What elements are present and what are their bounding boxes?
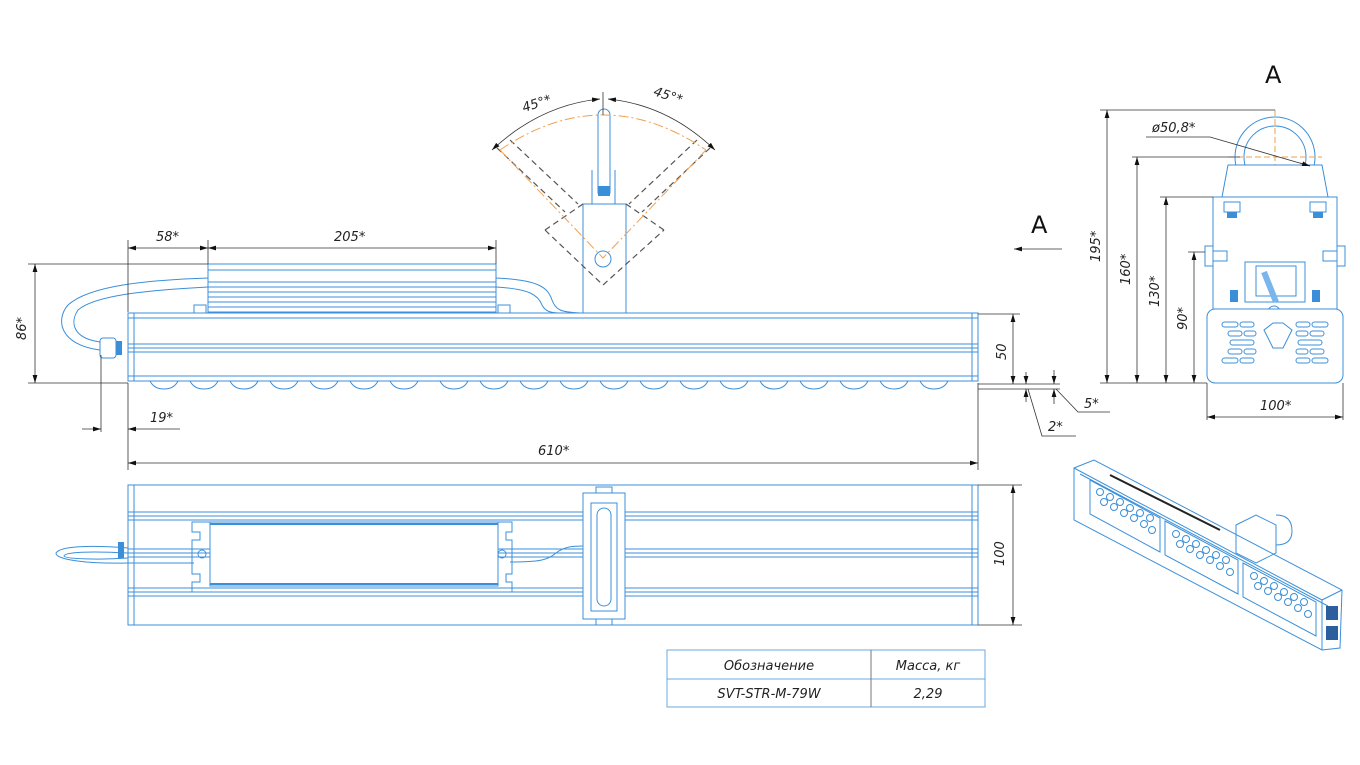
led-module bbox=[1089, 479, 1317, 637]
spec-table: Обозначение Масса, кг SVT-STR-M-79W 2,29 bbox=[666, 649, 986, 708]
dim-body-height: 50 bbox=[995, 343, 1010, 360]
dim-h160: 160* bbox=[1119, 253, 1134, 285]
dim-driver-length: 205* bbox=[334, 230, 366, 245]
dim-overall-height: 86* bbox=[15, 316, 30, 340]
dim-pipe-diameter: ø50,8* bbox=[1151, 121, 1196, 136]
dim-overall-length: 610* bbox=[538, 444, 570, 459]
end-view-label: A bbox=[1265, 61, 1282, 89]
side-view: 45°* 45°* 58* 205* 86* 19* 610* 50 bbox=[15, 85, 1110, 470]
dim-top-width: 100 bbox=[993, 541, 1008, 566]
power-cable bbox=[61, 277, 209, 351]
table-header-designation: Обозначение bbox=[724, 659, 814, 674]
power-driver-top bbox=[209, 521, 499, 587]
luminaire-body bbox=[127, 312, 979, 382]
dim-gap-a: 2* bbox=[1048, 420, 1063, 435]
end-view: A bbox=[1089, 61, 1346, 420]
tilt-right-label: 45°* bbox=[652, 85, 685, 109]
dim-gland-offset: 19* bbox=[150, 411, 174, 426]
dim-h90: 90* bbox=[1176, 306, 1191, 330]
dim-end-width: 100* bbox=[1260, 399, 1292, 414]
led-lens-row bbox=[149, 380, 949, 390]
led-lenses bbox=[1096, 488, 1312, 618]
vent-slots bbox=[1221, 321, 1329, 364]
mounting-bracket-top bbox=[582, 492, 626, 620]
cable-gland bbox=[99, 337, 117, 359]
top-view: 100 bbox=[55, 484, 1022, 626]
section-marker: A bbox=[1014, 211, 1062, 252]
dim-h130: 130* bbox=[1148, 275, 1163, 307]
table-header-mass: Масса, кг bbox=[896, 659, 961, 674]
dim-gap-b: 5* bbox=[1084, 397, 1099, 412]
power-driver bbox=[193, 263, 511, 314]
heatsink-end bbox=[1206, 308, 1344, 384]
isometric-view bbox=[1073, 459, 1343, 651]
dim-h195: 195* bbox=[1089, 230, 1104, 262]
table-cell-designation: SVT-STR-M-79W bbox=[717, 687, 821, 702]
section-marker-label: A bbox=[1031, 211, 1048, 239]
dim-driver-offset: 58* bbox=[156, 230, 180, 245]
table-cell-mass: 2,29 bbox=[914, 687, 943, 702]
